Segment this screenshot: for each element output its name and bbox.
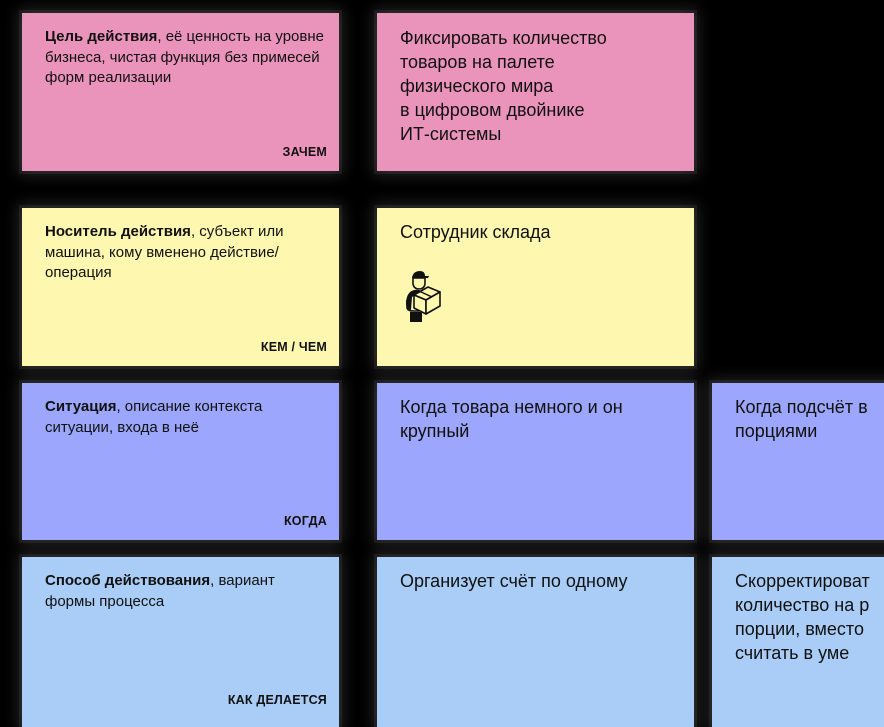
method-label-description: , вариант формы процесса	[45, 572, 275, 610]
situation-value-text-1: Когда товара немного и он крупный	[400, 397, 623, 441]
actor-tag: КЕМ / ЧЕМ	[260, 340, 327, 354]
method-value-card-2: Скорректироват количество на р порции, в…	[712, 557, 884, 727]
situation-label-text: Ситуация, описание контекста ситуации, в…	[45, 397, 327, 438]
situation-value-text-2: Когда подсчёт в порциями	[735, 397, 868, 441]
warehouse-worker-icon	[406, 271, 441, 322]
goal-value-card: Фиксировать количество товаров на палете…	[377, 13, 694, 171]
method-tag: КАК ДЕЛАЕТСЯ	[227, 693, 327, 707]
actor-label-title: Носитель действия	[45, 223, 191, 240]
goal-tag: ЗАЧЕМ	[282, 145, 327, 159]
goal-label-description: , её ценность на уровне бизнеса, чистая …	[45, 28, 324, 86]
situation-value-card-2: Когда подсчёт в порциями	[712, 383, 884, 540]
situation-tag: КОГДА	[283, 514, 327, 528]
goal-value-text: Фиксировать количество товаров на палете…	[400, 28, 607, 144]
method-label-title: Способ действования	[45, 572, 211, 589]
method-label-card: Способ действования, вариант формы проце…	[22, 557, 339, 727]
actor-label-card: Носитель действия, субъект или машина, к…	[22, 208, 339, 366]
situation-label-title: Ситуация	[45, 398, 117, 415]
situation-label-description: , описание контекста ситуации, входа в н…	[45, 398, 263, 436]
method-value-card-1: Организует счёт по одному	[377, 557, 694, 727]
situation-value-card-1: Когда товара немного и он крупный	[377, 383, 694, 540]
actor-value-card: Сотрудник склада	[377, 208, 694, 366]
goal-label-card: Цель действия, её ценность на уровне биз…	[22, 13, 339, 171]
actor-label-text: Носитель действия, субъект или машина, к…	[45, 222, 327, 284]
goal-label-text: Цель действия, её ценность на уровне биз…	[45, 27, 327, 89]
method-value-text-1: Организует счёт по одному	[400, 571, 628, 591]
method-value-text-2: Скорректироват количество на р порции, в…	[735, 571, 870, 663]
goal-label-title: Цель действия	[45, 28, 158, 45]
situation-label-card: Ситуация, описание контекста ситуации, в…	[22, 383, 339, 540]
actor-label-description: , субъект или машина, кому вменено дейст…	[45, 223, 284, 281]
method-label-text: Способ действования, вариант формы проце…	[45, 571, 327, 612]
actor-value-text: Сотрудник склада	[400, 222, 551, 242]
